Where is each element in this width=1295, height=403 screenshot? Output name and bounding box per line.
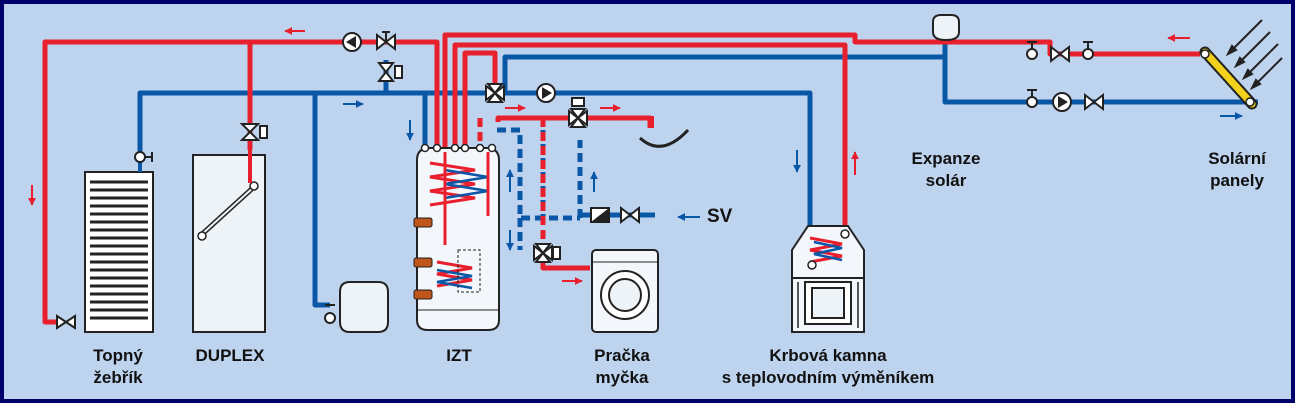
bypass-valve bbox=[376, 62, 403, 82]
label-krbova-kamna: Krbová kamna bbox=[769, 346, 887, 365]
mixing-valve bbox=[568, 97, 588, 128]
izt-tank bbox=[413, 143, 500, 331]
label-panely: panely bbox=[1210, 171, 1264, 190]
solar-panel bbox=[1199, 46, 1258, 110]
sv-label: SV bbox=[707, 206, 733, 227]
flow-arrows-cold bbox=[208, 100, 1243, 251]
izt-pump bbox=[536, 83, 556, 103]
label-mycka: myčka bbox=[596, 368, 649, 387]
tap-basin bbox=[638, 116, 690, 148]
solar-top-valves bbox=[1026, 41, 1094, 64]
label-solar: solár bbox=[926, 171, 967, 190]
duplex-valve bbox=[239, 123, 268, 141]
label-topny: Topný bbox=[93, 346, 143, 365]
radiator-valve bbox=[56, 314, 76, 330]
washer-valve bbox=[533, 243, 561, 263]
label-izt: IZT bbox=[446, 346, 472, 365]
fireplace-stove bbox=[791, 225, 865, 333]
duplex-tank bbox=[192, 150, 266, 333]
sun-rays-icon bbox=[1225, 19, 1283, 91]
top-pump bbox=[342, 32, 362, 52]
label-pracka: Pračka bbox=[594, 346, 650, 365]
check-valve bbox=[590, 207, 610, 223]
sv-valve bbox=[620, 205, 640, 225]
flow-arrows-hot bbox=[28, 27, 1190, 285]
radiator-vent bbox=[134, 151, 153, 172]
cold-pipes bbox=[137, 35, 1258, 308]
label-solarni: Solární bbox=[1208, 149, 1267, 168]
top-valve bbox=[376, 31, 396, 52]
izt-three-way-valve bbox=[485, 83, 505, 103]
hot-dashed-pipes bbox=[477, 115, 620, 250]
solar-expansion-vessel bbox=[932, 14, 960, 42]
label-expanze: Expanze bbox=[912, 149, 981, 168]
radiator bbox=[84, 171, 154, 333]
washing-machine bbox=[591, 249, 659, 333]
label-zebrik: žebřík bbox=[93, 368, 143, 387]
solar-bottom-valves bbox=[1026, 89, 1104, 112]
label-teplovodni-vymenik: s teplovodním výměníkem bbox=[722, 368, 935, 387]
expansion-vessel-heating bbox=[324, 281, 389, 333]
label-duplex: DUPLEX bbox=[196, 346, 266, 365]
labels: Topný žebřík DUPLEX IZT Pračka myčka Krb… bbox=[93, 149, 1267, 387]
